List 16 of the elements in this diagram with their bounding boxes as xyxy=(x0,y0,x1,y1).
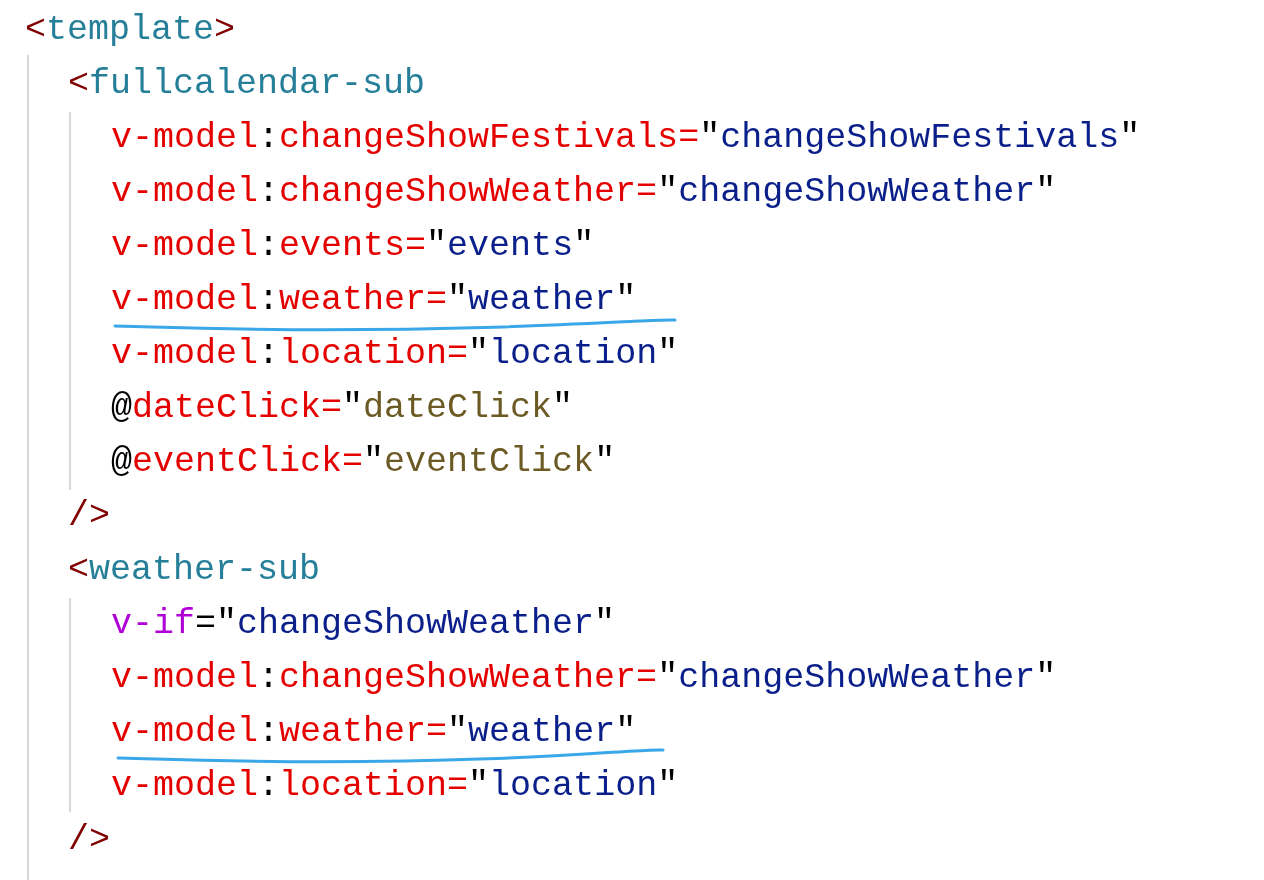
code-line: <template> xyxy=(25,9,236,52)
code-line: @dateClick="dateClick" xyxy=(111,387,574,430)
code-line: v-model:weather="weather" xyxy=(111,711,637,754)
code-line: <fullcalendar-sub xyxy=(68,63,426,106)
code-line: v-model:changeShowFestivals="changeShowFestivals" xyxy=(111,117,1141,160)
code-line: v-model:location="location" xyxy=(111,333,679,376)
code-line: /> xyxy=(68,819,110,862)
code-line: /> xyxy=(68,495,110,538)
code-line: v-model:location="location" xyxy=(111,765,679,808)
code-line: v-if="changeShowWeather" xyxy=(111,603,616,646)
code-line: v-model:weather="weather" xyxy=(111,279,637,322)
code-line: v-model:changeShowWeather="changeShowWeather" xyxy=(111,171,1057,214)
code-line: v-model:changeShowWeather="changeShowWeather" xyxy=(111,657,1057,700)
code-line: @eventClick="eventClick" xyxy=(111,441,616,484)
code-line: v-model:events="events" xyxy=(111,225,595,268)
code-line: <weather-sub xyxy=(68,549,321,592)
